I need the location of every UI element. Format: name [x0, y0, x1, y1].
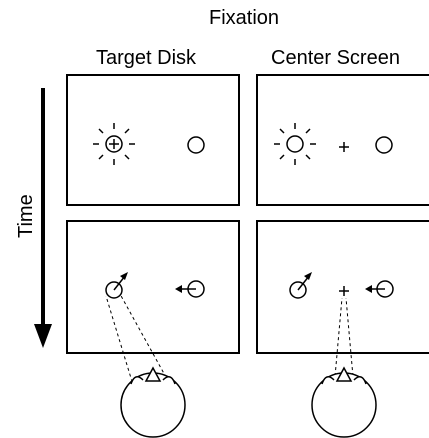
- fixation-cross-icon: [339, 286, 349, 296]
- figure-title: Fixation: [209, 7, 280, 29]
- flashing-disk-icon: [93, 123, 135, 165]
- panel-center-screen-bottom: [256, 220, 429, 354]
- column-header-center-screen: Center Screen: [271, 47, 400, 69]
- moving-disk-icon: [105, 272, 128, 299]
- target-disk-icon: [375, 136, 393, 154]
- gaze-lines: [105, 293, 173, 389]
- moving-disk-icon: [175, 280, 205, 298]
- target-disk-icon: [187, 136, 205, 154]
- head-icon: [311, 366, 377, 438]
- head-icon: [120, 366, 186, 438]
- moving-disk-icon: [289, 272, 312, 299]
- panel-target-disk-top: [66, 74, 240, 206]
- panel-target-disk-bottom: [66, 220, 240, 354]
- column-header-target-disk: Target Disk: [96, 47, 197, 69]
- flashing-disk-icon: [274, 123, 316, 165]
- panel-center-screen-top: [256, 74, 429, 206]
- time-arrow-icon: [34, 88, 52, 348]
- moving-disk-icon: [365, 280, 394, 298]
- fixation-cross-icon: [109, 139, 119, 149]
- fixation-cross-icon: [339, 142, 349, 152]
